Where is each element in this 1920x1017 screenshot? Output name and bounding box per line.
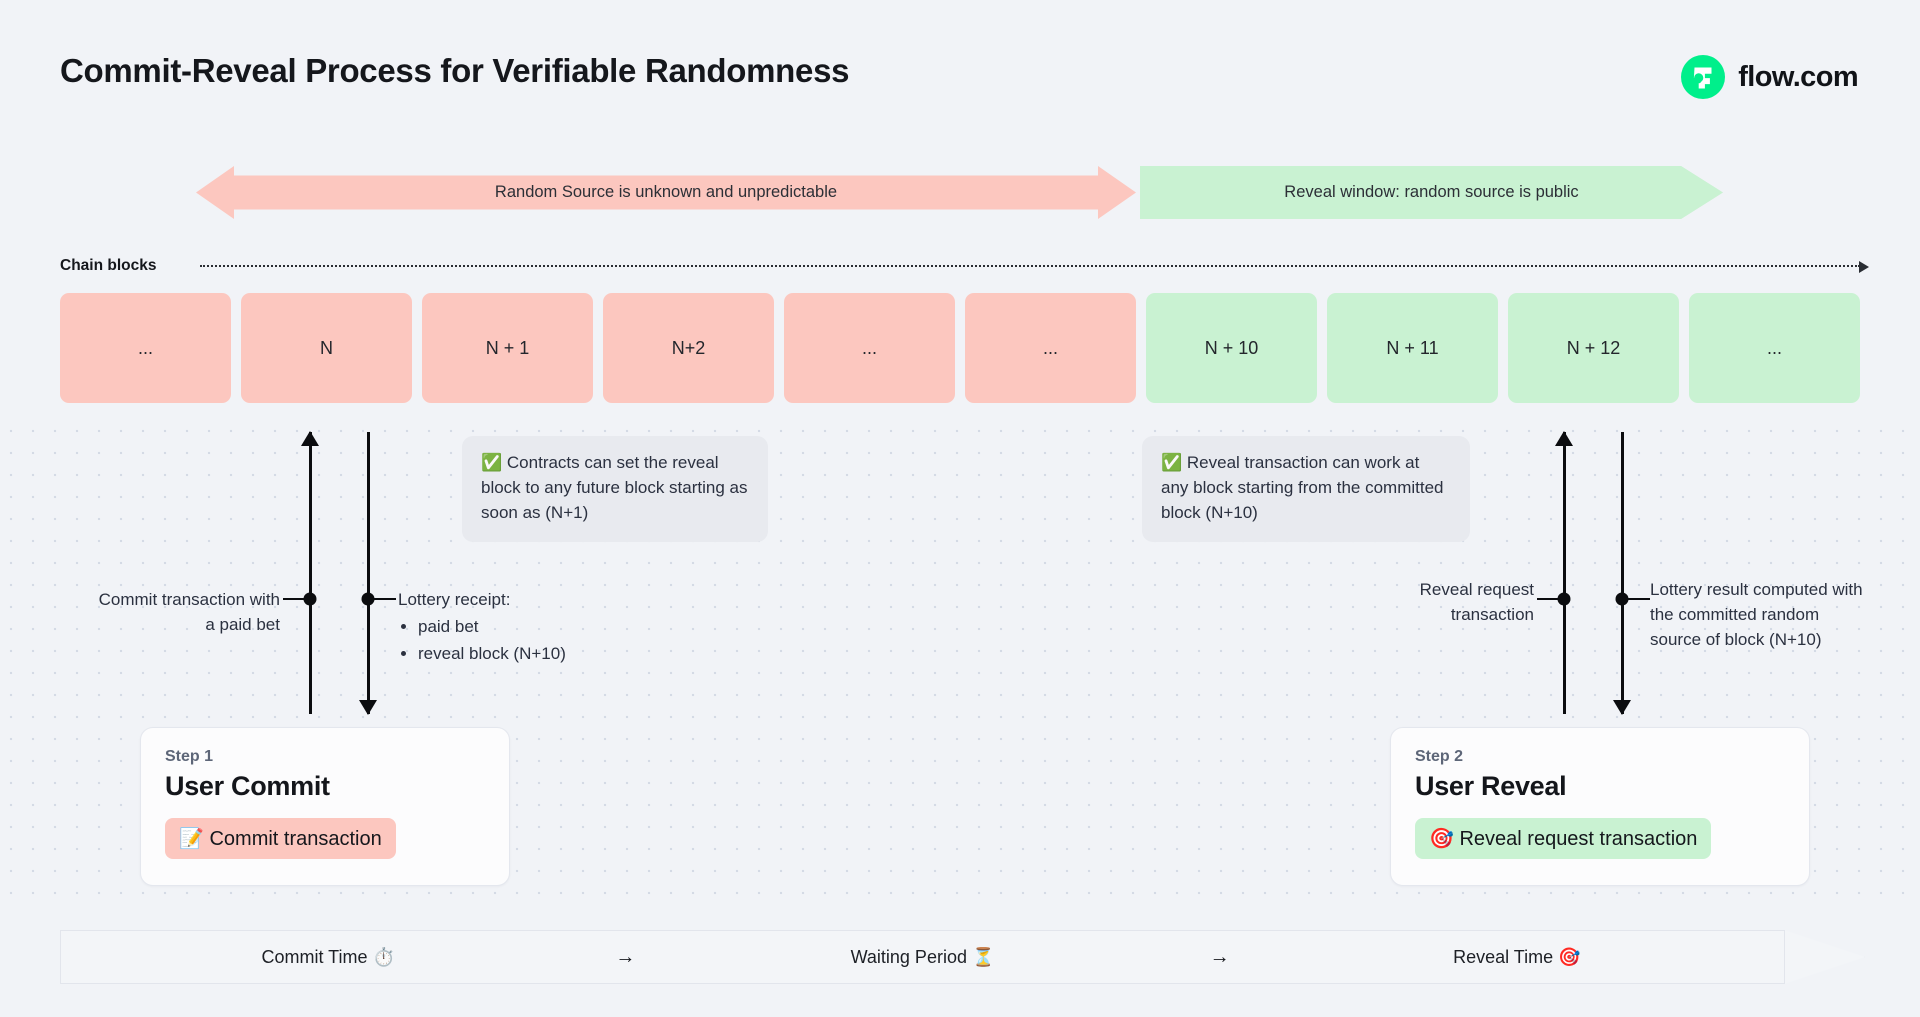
banner-unknown-window: Random Source is unknown and unpredictab…: [196, 166, 1136, 219]
banner-reveal-window-label: Reveal window: random source is public: [1284, 183, 1579, 201]
commit-transaction-label: Commit transaction with a paid bet: [98, 590, 280, 634]
chain-block[interactable]: N + 10: [1146, 293, 1317, 403]
arrow-up-icon: [301, 431, 320, 446]
bottom-timeline: Commit Time ⏱️ → Waiting Period ⏳ → Reve…: [60, 929, 1865, 985]
lottery-result-marker-line: [1613, 432, 1650, 715]
chain-block[interactable]: N + 12: [1508, 293, 1679, 403]
timeline-bar: Commit Time ⏱️ → Waiting Period ⏳ → Reve…: [60, 930, 1785, 984]
memo-icon: 📝: [179, 828, 204, 850]
lottery-receipt-marker-line: [359, 432, 396, 715]
commit-transaction-marker-line: [283, 431, 320, 714]
marker-dot: [1557, 592, 1571, 606]
reveal-request-label: Reveal request transaction: [1419, 580, 1534, 624]
step-1-title: User Commit: [165, 771, 330, 801]
marker-stub: [369, 597, 396, 601]
step-card-user-commit[interactable]: Step 1 User Commit 📝 Commit transaction: [140, 727, 510, 886]
target-icon: 🎯: [1429, 828, 1454, 850]
step-1-kicker: Step 1: [165, 748, 214, 765]
flow-logo-icon: [1681, 55, 1726, 99]
marker-stub: [1623, 597, 1650, 601]
list-item: reveal block (N+10): [418, 642, 698, 667]
step-2-pill[interactable]: 🎯 Reveal request transaction: [1415, 818, 1712, 859]
timeline-phase-reveal: Reveal Time 🎯: [1453, 946, 1581, 967]
marker-stub: [283, 597, 309, 601]
page-title: Commit-Reveal Process for Verifiable Ran…: [60, 52, 850, 89]
marker-dot: [303, 592, 317, 606]
reveal-request-marker-line: [1537, 431, 1574, 714]
banner-reveal-window: Reveal window: random source is public: [1140, 166, 1723, 219]
arrow-down-icon: [1613, 700, 1632, 715]
check-icon: ✅: [481, 453, 503, 472]
flow-brand-logo: flow.com: [1681, 55, 1859, 99]
banner-unknown-window-label: Random Source is unknown and unpredictab…: [494, 183, 838, 201]
lottery-receipt-list: paid bet reveal block (N+10): [398, 615, 698, 667]
timeline-phase-waiting: Waiting Period ⏳: [850, 946, 995, 967]
step-2-kicker: Step 2: [1415, 748, 1464, 765]
timeline-arrow-icon: [1784, 929, 1865, 985]
callout-reveal-text: Reveal transaction can work at any block…: [1161, 453, 1444, 522]
chain-blocks-row: ... N N + 1 N+2 ... ... N + 10 N + 11 N …: [60, 293, 1860, 403]
callout-reveal-transaction: ✅ Reveal transaction can work at any blo…: [1142, 436, 1470, 543]
check-icon: ✅: [1161, 453, 1183, 472]
chain-block[interactable]: N+2: [603, 293, 774, 403]
callout-commit-text: Contracts can set the reveal block to an…: [481, 453, 748, 522]
timeline-separator-icon: →: [615, 945, 636, 968]
lottery-receipt-label: Lottery receipt: paid bet reveal block (…: [398, 588, 698, 668]
step-card-user-reveal[interactable]: Step 2 User Reveal 🎯 Reveal request tran…: [1390, 727, 1810, 886]
chain-block[interactable]: N + 1: [422, 293, 593, 403]
chain-axis-label: Chain blocks: [60, 257, 157, 274]
lottery-receipt-title: Lottery receipt:: [398, 590, 511, 609]
arrow-up-icon: [1555, 431, 1574, 446]
chain-block[interactable]: ...: [1689, 293, 1860, 403]
timeline-phase-commit: Commit Time ⏱️: [261, 946, 395, 967]
chain-axis-arrow-icon: [1859, 261, 1869, 273]
flow-brand-name: flow.com: [1738, 60, 1858, 93]
chain-block[interactable]: N: [241, 293, 412, 403]
step-1-pill-label: Commit transaction: [209, 828, 382, 850]
marker-dot: [1615, 592, 1629, 606]
lottery-result-label: Lottery result computed with the committ…: [1650, 580, 1863, 649]
marker-stub: [1537, 597, 1563, 601]
step-2-pill-label: Reveal request transaction: [1459, 828, 1698, 850]
chain-axis-line: [200, 261, 1869, 273]
chain-block[interactable]: ...: [965, 293, 1136, 403]
step-2-title: User Reveal: [1415, 771, 1567, 801]
step-1-pill[interactable]: 📝 Commit transaction: [165, 818, 396, 859]
arrow-down-icon: [359, 700, 378, 715]
list-item: paid bet: [418, 615, 698, 640]
chain-block[interactable]: ...: [60, 293, 231, 403]
callout-commit-reveal-block: ✅ Contracts can set the reveal block to …: [462, 436, 768, 543]
timeline-separator-icon: →: [1209, 945, 1230, 968]
marker-dot: [361, 592, 375, 606]
chain-block[interactable]: ...: [784, 293, 955, 403]
chain-block[interactable]: N + 11: [1327, 293, 1498, 403]
banner-reveal-arrow-icon: [1681, 148, 1723, 237]
